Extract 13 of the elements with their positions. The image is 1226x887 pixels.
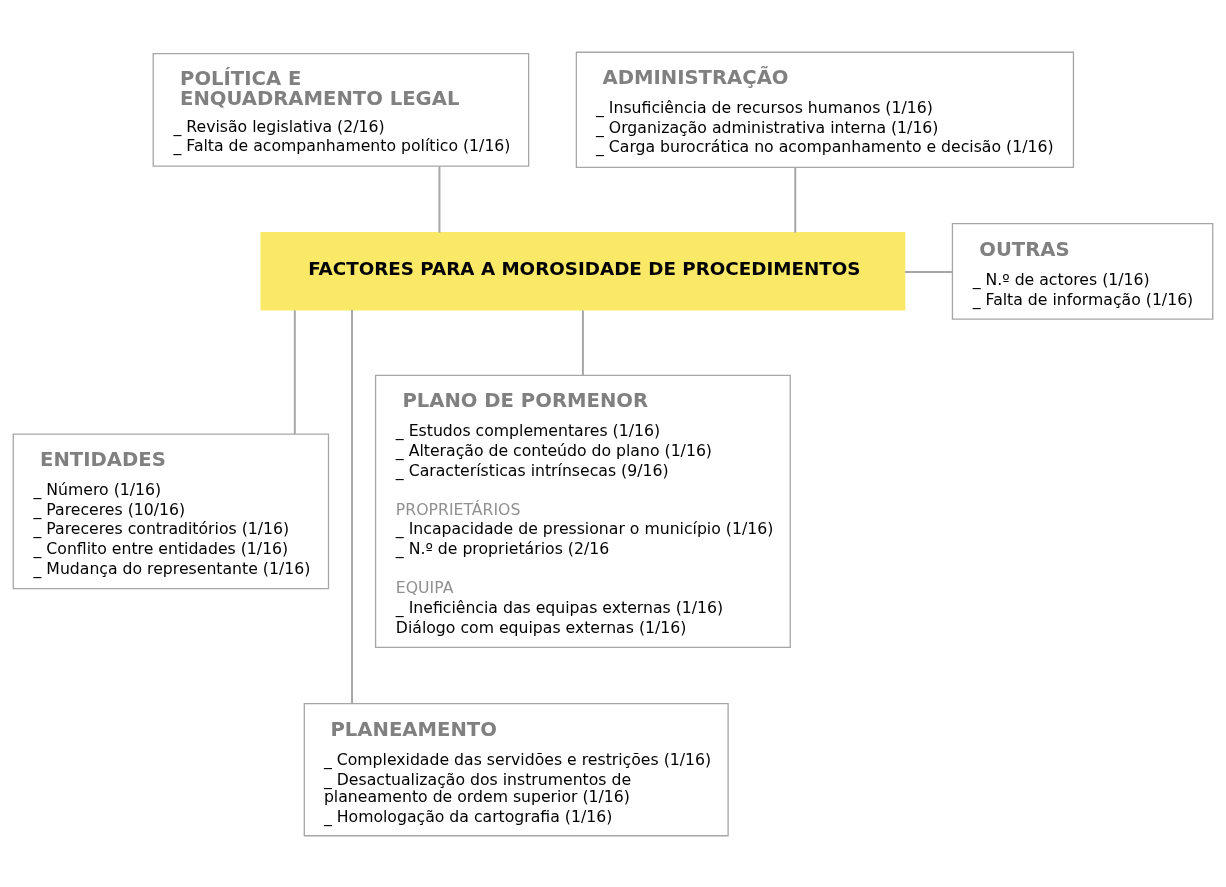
node-box: FACTORES PARA A MOROSIDADE DE PROCEDIMENTOS [260,231,906,311]
connector [581,308,584,376]
connector [904,270,954,273]
connector [351,308,354,705]
node-box: OUTRAS _ N.º de actores (1/16) _ Falta de informação (1/16) [951,222,1214,320]
node-box: PLANEAMENTO _ Complexidade das servidões e restrições (1/16) _ Desactualização dos instrumentos de planeamento de ordem superior (1/16) _ Homologação da cartografia (1/16) [303,702,729,836]
connector [438,165,441,234]
node-box: ADMINISTRAÇÃO _ Insuficiência de recursos humanos (1/16) _ Organização administrativa interna (1/16) _ Carga burocrática no acompanhamento e decisão (1/16) [575,51,1075,168]
connector [794,166,797,234]
node-box: PLANO DE PORMENOR _ Estudos complementares (1/16) _ Alteração de conteúdo do plano (1/16) _ Características intrínsecas (9/16) PROPRIETÁRIOS _ Incapacidade de pressionar o município (1/16) _ N.º de proprietários (2/16 EQUIPA _ Ineficiência das equipas externas (1/16) Diálogo com equipas externas (1/16) [374,374,791,648]
connector [293,308,296,435]
node-box: POLÍTICA E ENQUADRAMENTO LEGAL _ Revisão legislativa (2/16) _ Falta de acompanhamento político (1/16) [152,52,530,167]
node-box: ENTIDADES _ Número (1/16) _ Pareceres (10/16) _ Pareceres contraditórios (1/16) _ Conflito entre entidades (1/16) _ Mudança do representante (1/16) [12,433,330,589]
